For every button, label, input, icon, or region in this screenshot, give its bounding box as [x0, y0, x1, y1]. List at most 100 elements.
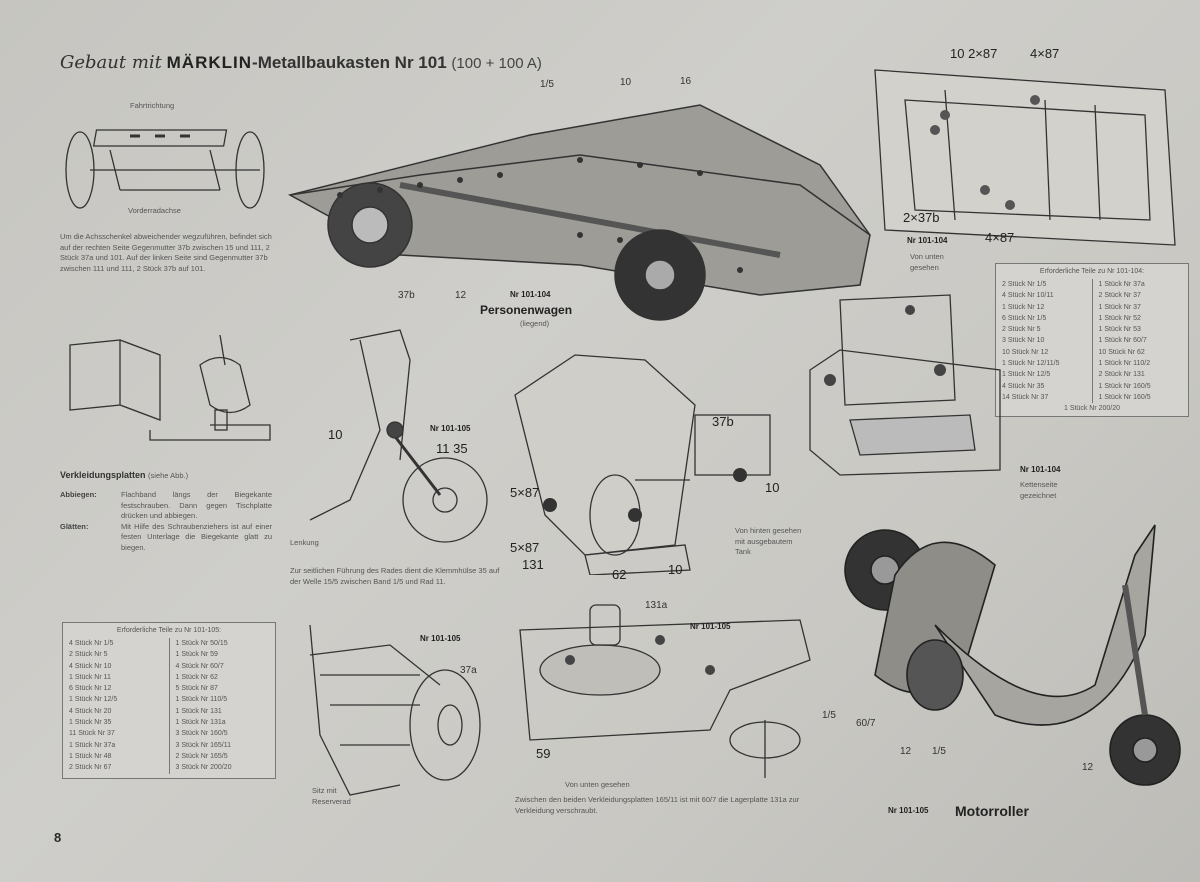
part-row: 1 Stück Nr 12/5: [1002, 371, 1051, 379]
car-drawing: [287, 104, 871, 321]
scooter-label-1: 1/5: [822, 710, 836, 721]
definition: Mit Hilfe des Schraubenziehers ist auf e…: [121, 521, 272, 552]
part-row: 1 Stück Nr 53: [1098, 326, 1141, 334]
bottom-note: Zwischen den beiden Verkleidungsplatten …: [515, 795, 800, 815]
part-row: 3 Stück Nr 10: [1002, 337, 1045, 345]
seat-model-number: Nr 101-105: [420, 634, 461, 643]
part-row: 1 Stück Nr 160/5: [1098, 382, 1151, 390]
part-row: 1 Stück Nr 52: [1098, 314, 1141, 322]
scooter-label-5: 12: [1082, 762, 1094, 773]
rear-label-2: 10: [765, 480, 780, 495]
seat-frame-drawing: [809, 294, 1001, 476]
part-row: 1 Stück Nr 37: [1098, 303, 1141, 311]
part-row: 2 Stück Nr 5: [69, 651, 108, 659]
car-label-2: 10: [620, 77, 632, 88]
part-row: 2 Stück Nr 165/5: [175, 752, 228, 760]
car-label-5: 12: [455, 290, 467, 301]
parts-table-101-105: Erforderliche Teile zu Nr 101-105: 4 Stü…: [62, 622, 276, 779]
scooter-label-2: 60/7: [856, 718, 876, 729]
part-row: 1 Stück Nr 131: [175, 707, 222, 715]
part-row: 1 Stück Nr 37a: [69, 741, 116, 749]
seat-label-1: 37a: [460, 665, 477, 676]
underside-label-4: 4×87: [985, 230, 1015, 245]
parts-table-101-104: Erforderliche Teile zu Nr 101-104: 2 Stü…: [995, 263, 1189, 418]
car-label-3: 16: [680, 76, 692, 87]
term: Abbiegen:: [60, 490, 97, 499]
part-row: 4 Stück Nr 1/5: [69, 640, 114, 647]
bottom-caption: Von unten gesehen: [565, 780, 630, 789]
term: Glätten:: [60, 521, 89, 531]
rear-caption: Von hinten gesehen mit ausgebautem Tank: [735, 526, 802, 556]
panels-title: Verkleidungsplatten: [60, 470, 146, 480]
table-left-column: 4 Stück Nr 1/5 2 Stück Nr 5 4 Stück Nr 10 1…: [69, 638, 163, 774]
panels-heading: Verkleidungsplatten (siehe Abb.): [60, 470, 188, 482]
instruction-bend: Abbiegen: Flachband längs der Biegekante …: [60, 490, 272, 522]
bottom-label-1: 131a: [645, 600, 668, 611]
car-model-number: Nr 101-104: [510, 290, 551, 299]
part-row: 1 Stück Nr 48: [69, 752, 112, 760]
rear-view-drawing: [514, 354, 771, 575]
part-row: 1 Stück Nr 12: [1002, 303, 1045, 311]
brand-name: MÄRKLIN: [166, 53, 253, 72]
rear-label-5: 131: [522, 557, 544, 572]
part-row: 5 Stück Nr 87: [175, 685, 218, 693]
car-label-4: 37b: [398, 290, 415, 301]
part-row: 2 Stück Nr 131: [1098, 371, 1145, 379]
panel-bending-drawing: [69, 335, 271, 441]
header-prefix: Gebaut mit: [60, 52, 162, 73]
part-row: 2 Stück Nr 1/5: [1002, 281, 1047, 288]
table-title: Erforderliche Teile zu Nr 101-105:: [116, 627, 222, 634]
part-row: 1 Stück Nr 35: [69, 719, 112, 727]
part-row: 6 Stück Nr 1/5: [1002, 314, 1047, 322]
table-footer: 1 Stück Nr 200/20: [1063, 405, 1121, 413]
part-row: 1 Stück Nr 131a: [175, 719, 226, 727]
steering-label-2: 11 35: [436, 441, 468, 456]
page-header: Gebaut mit MÄRKLIN-Metallbaukasten Nr 10…: [60, 52, 542, 73]
part-row: 4 Stück Nr 35: [1002, 382, 1045, 390]
scooter-title: Motorroller: [955, 803, 1029, 819]
part-row: 1 Stück Nr 110/5: [175, 696, 228, 704]
car-label-1: 1/5: [540, 79, 554, 90]
kit-parts: (100 + 100 A): [451, 55, 542, 72]
bottom-view-drawing: [519, 604, 811, 778]
scooter-label-4: 1/5: [932, 746, 946, 757]
column-divider: [1091, 279, 1093, 404]
rear-label-1: 37b: [712, 414, 734, 429]
part-row: 4 Stück Nr 10/11: [1002, 292, 1054, 300]
seat-caption: Sitz mit Reserverad: [312, 786, 351, 806]
underside-label-2: 4×87: [1030, 46, 1060, 61]
axle-label: Vorderradachse: [128, 206, 181, 215]
page-number: 8: [54, 830, 62, 845]
part-row: 3 Stück Nr 165/11: [175, 741, 232, 749]
part-row: 4 Stück Nr 10: [69, 662, 112, 670]
rear-label-3: 5×87: [510, 485, 540, 500]
instruction-smooth: Glätten: Mit Hilfe des Schraubenziehers i…: [60, 522, 272, 554]
scooter-drawing: [844, 524, 1181, 786]
part-row: 1 Stück Nr 50/15: [175, 640, 228, 647]
car-subtitle: (liegend): [520, 319, 550, 328]
car-title: Personenwagen: [480, 303, 573, 317]
part-row: 4 Stück Nr 60/7: [175, 662, 224, 670]
steering-note: Zur seitlichen Führung des Rades dient d…: [290, 566, 500, 586]
scooter-label-3: 12: [900, 746, 912, 757]
part-row: 1 Stück Nr 12/5: [69, 696, 118, 704]
underside-model-number: Nr 101-104: [907, 236, 948, 245]
part-row: 2 Stück Nr 5: [1002, 326, 1041, 334]
kit-name: -Metallbaukasten Nr 101: [252, 53, 447, 72]
part-row: 14 Stück Nr 37: [1002, 393, 1049, 401]
part-row: 1 Stück Nr 110/2: [1098, 360, 1151, 368]
part-row: 10 Stück Nr 62: [1098, 348, 1145, 356]
front-axle-drawing: [65, 129, 265, 209]
bottom-model-number: Nr 101-105: [690, 622, 731, 631]
panels-instructions: Abbiegen: Flachband längs der Biegekante …: [60, 490, 272, 553]
steering-label-1: 10: [328, 427, 343, 442]
rear-label-6: 62: [612, 567, 627, 582]
table-left-column: 2 Stück Nr 1/5 4 Stück Nr 10/11 1 Stück Nr…: [1002, 279, 1086, 403]
scooter-model-number: Nr 101-105: [888, 806, 929, 815]
definition: Flachband längs der Biegekante festschra…: [121, 490, 272, 520]
steering-model-number: Nr 101-105: [430, 424, 471, 433]
panels-title-note: (siehe Abb.): [148, 471, 189, 480]
table-title: Erforderliche Teile zu Nr 101-104:: [1039, 268, 1145, 275]
